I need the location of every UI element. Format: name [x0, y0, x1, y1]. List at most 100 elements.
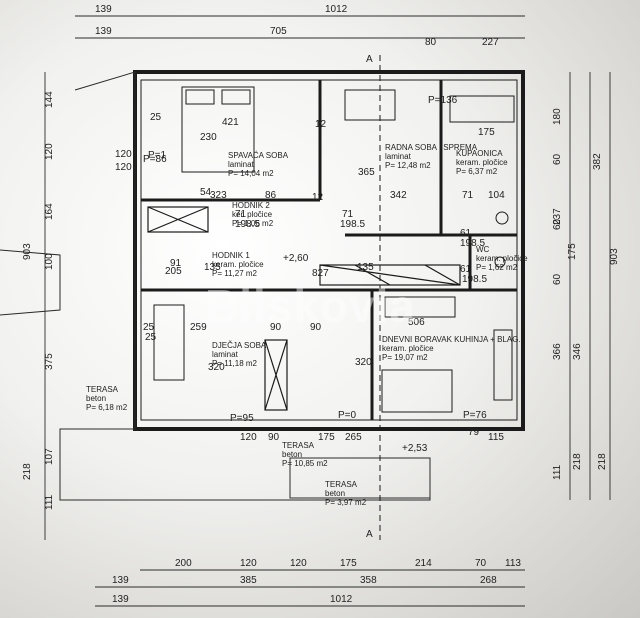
terrace-outlines	[0, 71, 431, 501]
room-floor: keram. pločice	[382, 344, 434, 353]
dim-label: 120	[290, 558, 307, 569]
dim-label: 135	[357, 262, 374, 273]
room-floor: laminat	[385, 152, 412, 161]
dim-label: 120	[115, 149, 132, 160]
dim-label: 227	[482, 37, 499, 48]
section-mark: A	[366, 529, 373, 540]
room-area: P= 6,18 m2	[86, 403, 128, 412]
dim-label: 80	[425, 37, 437, 48]
dimension-lines	[44, 15, 611, 607]
dim-label: 60	[552, 218, 563, 230]
dim-label: 365	[358, 167, 375, 178]
room-area: P= 1,62 m2	[476, 263, 518, 272]
dim-label: 90	[270, 322, 282, 333]
dim-label: 90	[310, 322, 322, 333]
dim-label: 230	[200, 132, 217, 143]
room-area: P= 14,04 m2	[228, 169, 274, 178]
dim-label: 120	[115, 162, 132, 173]
room-floor: laminat	[228, 160, 255, 169]
dim-label: 180	[552, 108, 563, 125]
room-area: P= 11,18 m2	[212, 359, 258, 368]
dim-label: 139	[95, 26, 112, 37]
interior-walls	[141, 80, 517, 420]
dim-label: 198.5	[340, 219, 365, 230]
dim-label: 198.5	[462, 274, 487, 285]
dim-label: 175	[318, 432, 335, 443]
dim-label: 111	[552, 464, 563, 480]
dim-label: P=95	[230, 413, 254, 424]
room-floor: ker. pločice	[232, 210, 273, 219]
room-name: TERASA	[86, 385, 119, 394]
dim-label: 104	[488, 190, 505, 201]
dim-label: 86	[265, 190, 277, 201]
room-floor: beton	[282, 450, 302, 459]
dim-label: 100	[44, 253, 55, 270]
dim-label: 25	[150, 112, 162, 123]
dim-label: 120	[44, 143, 55, 160]
dim-label: 139	[95, 4, 112, 15]
dim-label: 113	[505, 558, 521, 569]
dim-label: P=0	[338, 410, 357, 421]
room-name: DJEČJA SOBA	[212, 341, 267, 350]
level-mark: +2,53	[402, 443, 428, 454]
dim-label: P=76	[463, 410, 487, 421]
dim-label: 144	[44, 91, 55, 108]
dim-label: 71	[342, 209, 354, 220]
room-floor: laminat	[212, 350, 239, 359]
dim-label: 12	[312, 192, 324, 203]
dim-label: 198.5	[235, 219, 260, 230]
room-area: P= 3,97 m2	[325, 498, 367, 507]
dim-label: 115	[488, 432, 504, 443]
dim-label: 61	[460, 228, 472, 239]
dim-label: 71	[235, 209, 247, 220]
room-area: P= 12,48 m2	[385, 161, 431, 170]
dim-label: 175	[567, 243, 578, 260]
dim-label: 175	[478, 127, 495, 138]
dim-label: 705	[270, 26, 287, 37]
dim-label: 323	[210, 190, 227, 201]
dim-label: 25	[143, 322, 155, 333]
dim-label: 107	[44, 448, 55, 465]
furniture	[153, 86, 515, 413]
dim-label: 382	[592, 153, 603, 170]
dim-label: 61	[460, 264, 472, 275]
dim-label: 120	[240, 558, 257, 569]
room-name: WC	[476, 245, 490, 254]
room-floor: beton	[86, 394, 106, 403]
outer-walls	[133, 70, 525, 431]
dim-label: 60	[552, 273, 563, 285]
room-area: P= 11,27 m2	[212, 269, 258, 278]
room-area: P= 6,37 m2	[456, 167, 498, 176]
dim-label: 218	[22, 463, 33, 480]
dim-label: 54	[200, 187, 212, 198]
dim-label: 111	[44, 494, 55, 510]
dim-label: 366	[552, 343, 563, 360]
dim-label: 71	[462, 190, 474, 201]
dim-label: 139	[112, 594, 129, 605]
dim-label: 320	[355, 357, 372, 368]
room-area: P= 10,85 m2	[282, 459, 328, 468]
dim-label: 320	[208, 362, 225, 373]
dim-label: P=136	[428, 95, 458, 106]
dim-label: 12	[315, 119, 327, 130]
room-floor: beton	[325, 489, 345, 498]
dim-label: 421	[222, 117, 239, 128]
dim-label: 198.5	[460, 238, 485, 249]
dim-label: 1012	[330, 594, 353, 605]
dim-label: 139	[112, 575, 129, 586]
dim-label: 218	[597, 453, 608, 470]
room-name: DNEVNI BORAVAK KUHINJA + BLAG.	[382, 335, 521, 344]
section-mark: A	[366, 54, 373, 65]
dim-label: 214	[415, 558, 432, 569]
dim-label: 79	[468, 427, 480, 438]
level-mark: +2,60	[283, 253, 309, 264]
dim-label: 70	[475, 558, 487, 569]
dim-label: 164	[44, 203, 55, 220]
dim-label: 90	[268, 432, 280, 443]
dim-label: 506	[408, 317, 425, 328]
room-area: P= 1,06 m2	[232, 219, 274, 228]
dim-label: 60	[552, 153, 563, 165]
dim-label: 342	[390, 190, 407, 201]
